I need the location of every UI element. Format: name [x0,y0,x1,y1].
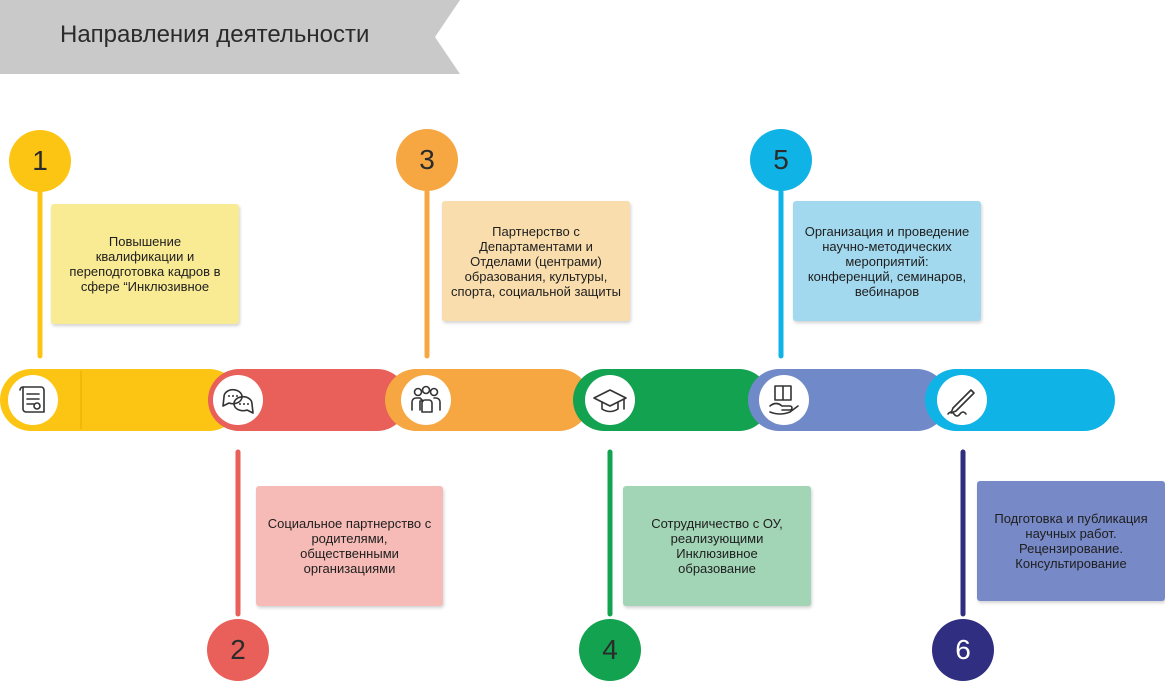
step-6-description: Подготовка и публикация научных работ. Р… [994,511,1148,571]
step-5-description-box: Организация и проведение научно-методиче… [793,201,981,321]
step-4-marker [579,449,641,681]
step-3-marker [396,129,458,359]
step-2-description: Социальное партнерство с родителями, общ… [267,516,432,576]
step-number-4: 4 [602,634,618,665]
step-number-1: 1 [32,145,48,176]
step-1-marker [9,130,71,359]
step-1-description-box: Повышение квалификации и переподготовка … [51,204,239,324]
step-3-description: Партнерство с Департаментами и Отделами … [451,223,621,299]
step-3-description-box: Партнерство с Департаментами и Отделами … [442,201,630,321]
open-book-hand-icon [759,375,809,425]
graduation-cap-icon [585,375,635,425]
step-number-3: 3 [419,144,435,175]
step-2-marker [207,449,269,681]
step-1-description: Повышение квалификации и переподготовка … [69,234,221,294]
step-number-6: 6 [955,634,971,665]
step-6-marker [932,449,994,681]
people-group-icon [401,375,451,425]
step-number-5: 5 [773,144,789,175]
chat-bubbles-icon [213,375,263,425]
certificate-icon [8,375,58,425]
step-6-description-box: Подготовка и публикация научных работ. Р… [977,481,1165,601]
page-title: Направления деятельности [60,21,370,48]
step-5-description: Организация и проведение научно-методиче… [804,223,970,299]
pen-writing-icon [937,375,987,425]
step-4-description: Сотрудничество с ОУ, реализующими Инклюз… [651,516,783,576]
step-number-2: 2 [230,634,246,665]
timeline-segment-2 [208,369,408,431]
timeline-segment-1 [0,369,240,431]
step-2-description-box: Социальное партнерство с родителями, общ… [256,486,443,606]
header-ribbon [0,0,460,74]
step-4-description-box: Сотрудничество с ОУ, реализующими Инклюз… [623,486,811,606]
step-5-marker [750,129,812,359]
